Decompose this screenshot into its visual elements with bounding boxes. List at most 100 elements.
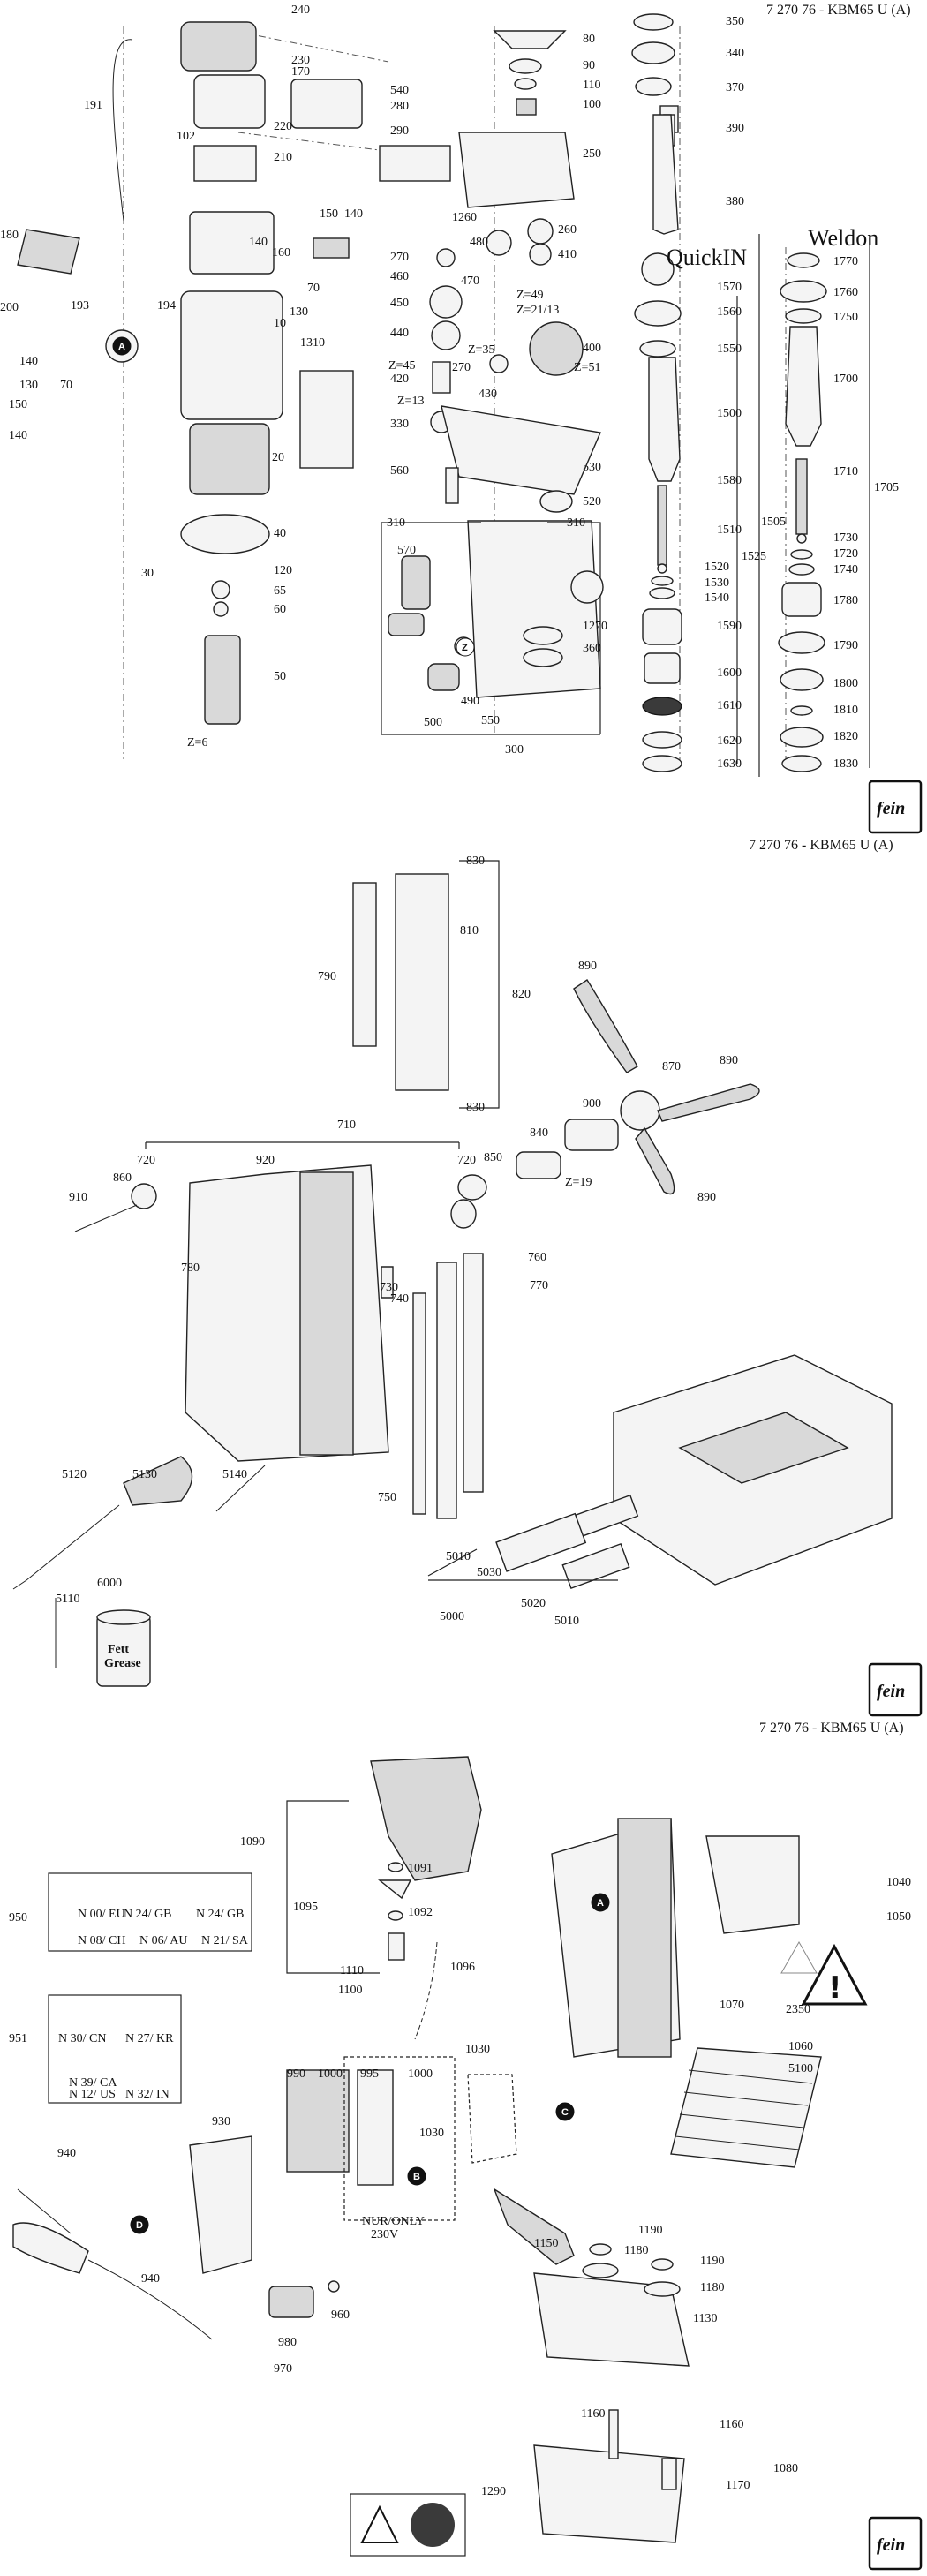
part-number-label: 1600 (717, 667, 742, 680)
reference-marker (112, 336, 132, 356)
part-number-label: 870 (662, 1060, 681, 1073)
part-number-label: 1570 (717, 281, 742, 294)
gear-and-marker-notes: Z=49Z=21/13Z=51Z=35Z=45Z=13Z=6Z=19AABCDZ… (58, 289, 610, 2234)
part-number-label: 260 (558, 223, 577, 237)
warning-triangle (801, 1943, 868, 2006)
reference-marker-letter: C (561, 2107, 569, 2118)
part-number-label: 1525 (742, 550, 766, 563)
part-number-label: 270 (390, 251, 409, 264)
part-number-label: 240 (291, 4, 310, 17)
part-number-label: 1620 (717, 734, 742, 748)
rail-770 (463, 1253, 484, 1493)
part-number-label: 340 (726, 47, 744, 60)
switch-block (193, 74, 266, 129)
part-number-label: 1000 (318, 2068, 343, 2081)
gasket-530 (441, 405, 601, 495)
part-number-label: 90 (583, 59, 595, 72)
part-number-label: 1540 (705, 591, 729, 605)
part-number-label: 1820 (833, 730, 858, 743)
part-number-label: 890 (720, 1054, 738, 1067)
part-number-label: 860 (113, 1171, 132, 1185)
label-1310 (299, 370, 354, 469)
part-number-label: 910 (69, 1191, 87, 1204)
reference-marker (130, 2215, 149, 2234)
part-number-label: 40 (274, 527, 286, 540)
part-number-label: 1130 (693, 2312, 717, 2325)
part-number-label: 100 (583, 98, 601, 111)
part-number-label: 540 (390, 84, 409, 97)
part-number-label: 220 (274, 120, 292, 133)
quickin-spindle-1500 (648, 357, 681, 482)
part-number-label: 360 (583, 642, 601, 655)
part-number-label: 410 (558, 248, 577, 261)
hub-870 (620, 1090, 660, 1131)
part-number-label: 940 (141, 2272, 160, 2286)
part-number-label: 1780 (833, 594, 858, 607)
part-number-label: 740 (390, 1292, 409, 1306)
part-number-label: 980 (278, 2336, 297, 2349)
part-number-label: 50 (274, 670, 286, 683)
part-number-label: 440 (390, 327, 409, 340)
part-number-label: 500 (424, 716, 442, 729)
gear-tooth-note: Z=19 (565, 1176, 592, 1189)
part-number-label: 920 (256, 1154, 275, 1167)
plate-1260 (379, 145, 451, 182)
part-number-label: 200 (0, 301, 19, 314)
part-number-label: 470 (461, 275, 479, 288)
sheet-3: ! NUR/ONLY 230V fein 109 (9, 1756, 923, 2571)
svg-text:fein: fein (877, 2535, 905, 2555)
part-number-label: 1190 (638, 2224, 662, 2237)
gear-tooth-note: Z=49 (516, 289, 543, 302)
part-number-label: 1180 (700, 2281, 724, 2294)
part-number-label: 1030 (465, 2043, 490, 2056)
spindle-380 (652, 114, 679, 235)
plug-variant-950: N 24/ GB (196, 1908, 244, 1921)
part-number-label: 490 (461, 695, 479, 708)
part-number-label: 1000 (408, 2068, 433, 2081)
part-number-label: 560 (390, 464, 409, 478)
part-number-label: 1160 (720, 2418, 743, 2431)
sheet-2: 7 270 76 - KBM65 U (A) (12, 838, 923, 1736)
clip-150 (313, 237, 350, 259)
plug-variant-950: N 08/ CH (78, 1934, 125, 1947)
plug-variant-950: N 21/ SA (201, 1934, 249, 1947)
switch-cover (180, 21, 257, 72)
part-number-label: 720 (457, 1154, 476, 1167)
part-number-label: 65 (274, 584, 286, 598)
part-number-label: 1610 (717, 699, 742, 712)
gear-housing-250 (458, 132, 575, 208)
part-number-label: 310 (387, 516, 405, 530)
part-number-label: 1505 (761, 516, 786, 529)
part-number-label: 1170 (726, 2479, 750, 2492)
plug-variant-951: N 30/ CN (58, 2032, 106, 2045)
part-number-label: 1740 (833, 563, 858, 576)
part-number-label: 70 (307, 282, 320, 295)
part-number-label: 1810 (833, 704, 858, 717)
part-number-label: 950 (9, 1911, 27, 1924)
part-number-label: 1070 (720, 1999, 744, 2012)
washer-60 (213, 601, 229, 617)
gear-tooth-note: Z=6 (187, 736, 207, 749)
part-number-label: 480 (470, 236, 488, 249)
part-number-label: 1800 (833, 677, 858, 690)
grille-5100 (670, 2047, 822, 2168)
part-number-label: 5000 (440, 1610, 464, 1623)
part-number-label: 720 (137, 1154, 155, 1167)
part-number-label: 350 (726, 15, 744, 28)
part-number-label: 790 (318, 970, 336, 983)
part-number-label: 520 (583, 495, 601, 508)
part-number-label: 1060 (788, 2040, 813, 2053)
part-number-label: 1100 (338, 1984, 362, 1997)
reference-marker (456, 637, 475, 657)
plug-variant-951: N 32/ IN (125, 2088, 170, 2101)
quickin-title: QuickIN (667, 245, 747, 270)
part-number-label: 1750 (833, 311, 858, 324)
part-number-label: 10 (274, 317, 286, 330)
magnet-base-1080 (533, 2444, 685, 2543)
gear-tooth-note: Z=51 (574, 361, 600, 374)
part-number-label: 330 (390, 418, 409, 431)
handle-890-lower (635, 1126, 675, 1195)
part-number-label: 280 (390, 100, 409, 113)
